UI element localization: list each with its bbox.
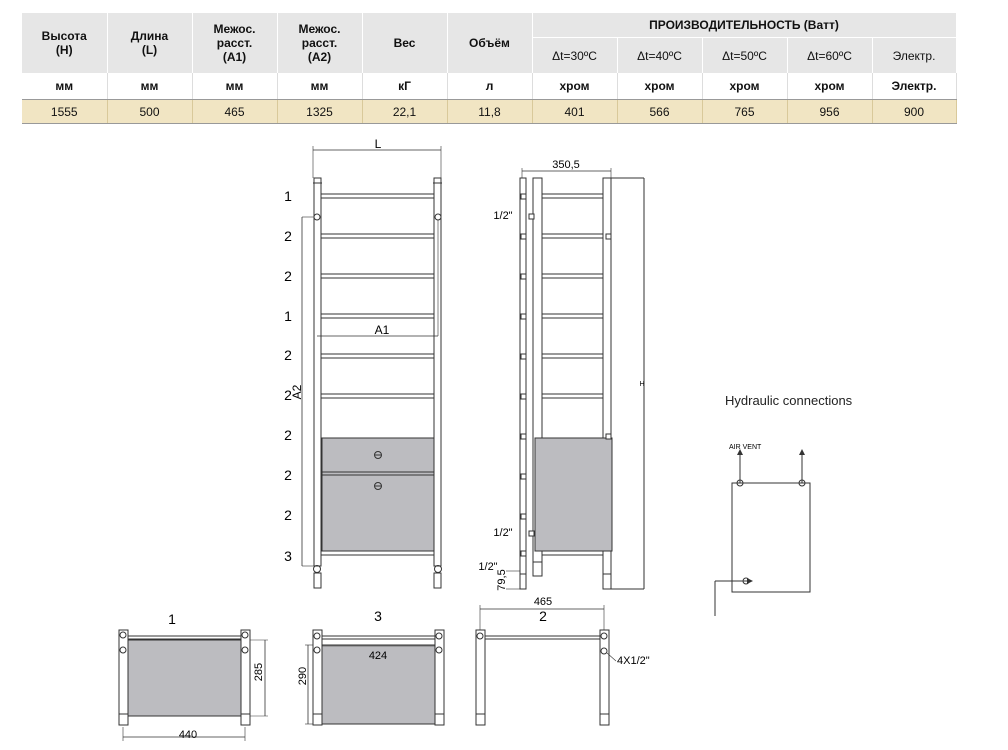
- section-3-width: 424: [369, 650, 387, 662]
- value-cell: 956: [787, 99, 873, 124]
- spacing-label: 3: [284, 548, 292, 564]
- dim-bottom-label: 79,5: [496, 569, 508, 590]
- unit-cell: мм: [192, 73, 278, 100]
- front-view: [301, 146, 442, 589]
- spacing-label: 2: [284, 467, 292, 483]
- spacing-label: 2: [284, 387, 292, 403]
- hydraulic-diagram: [714, 449, 811, 616]
- header-weight: Вес: [362, 13, 448, 73]
- header-length: Длина(L): [107, 13, 193, 73]
- value-cell: 1325: [277, 99, 363, 124]
- header-a2: Межос. расст.(A2): [277, 13, 363, 73]
- hydraulic-title: Hydraulic connections: [725, 393, 853, 408]
- spec-table: Высота(H) Длина(L) Межос. расст.(A1) Меж…: [22, 13, 957, 124]
- unit-cell: хром: [702, 73, 788, 100]
- section-1-height: 285: [253, 663, 265, 681]
- unit-cell: хром: [787, 73, 873, 100]
- spacing-labels: 1 2 2 1 2 2 2 2 2 3: [284, 188, 292, 564]
- conn-label: 1/2": [478, 561, 497, 573]
- spacing-label: 2: [284, 268, 292, 284]
- header-height: Высота(H): [22, 13, 108, 73]
- conn-label: 1/2": [493, 527, 512, 539]
- dim-a1-label: A1: [375, 323, 390, 337]
- header-dt30: Δt=30ºC: [532, 37, 618, 73]
- section-1-view: [118, 629, 268, 741]
- units-row: мм мм мм мм кГ л хром хром хром хром Эле…: [22, 73, 957, 100]
- unit-cell: мм: [277, 73, 363, 100]
- value-cell: 765: [702, 99, 788, 124]
- header-dt40: Δt=40ºC: [617, 37, 703, 73]
- section-1-label: 1: [168, 611, 176, 627]
- value-cell: 11,8: [447, 99, 533, 124]
- spacing-label: 2: [284, 347, 292, 363]
- unit-cell: мм: [107, 73, 193, 100]
- section-2-view: [475, 605, 617, 726]
- header-volume: Объём: [447, 13, 533, 73]
- value-cell: 566: [617, 99, 703, 124]
- dim-a2-label: A2: [290, 384, 304, 399]
- header-dt60: Δt=60ºC: [787, 37, 873, 73]
- unit-cell: л: [447, 73, 533, 100]
- value-cell: 22,1: [362, 99, 448, 124]
- unit-cell: Электр.: [872, 73, 957, 100]
- section-3-height: 290: [297, 667, 309, 685]
- spacing-label: 2: [284, 507, 292, 523]
- spacing-label: 2: [284, 228, 292, 244]
- unit-cell: хром: [617, 73, 703, 100]
- air-vent-label: AIR VENT: [729, 444, 762, 451]
- section-2-label: 2: [539, 608, 547, 624]
- section-3-view: [305, 629, 445, 726]
- unit-cell: мм: [22, 73, 108, 100]
- side-view: [506, 168, 645, 590]
- value-cell: 1555: [22, 99, 108, 124]
- spacing-label: 1: [284, 188, 292, 204]
- section-3-label: 3: [374, 608, 382, 624]
- section-1-width: 440: [179, 729, 197, 741]
- value-cell: 900: [872, 99, 957, 124]
- conn-label: 1/2": [493, 210, 512, 222]
- value-cell: 465: [192, 99, 278, 124]
- dim-l-label: L: [375, 137, 382, 151]
- spacing-label: 1: [284, 308, 292, 324]
- dim-side-width: 350,5: [552, 159, 580, 171]
- value-cell: 401: [532, 99, 618, 124]
- header-a1: Межос. расст.(A1): [192, 13, 278, 73]
- value-cell: 500: [107, 99, 193, 124]
- header-electric: Электр.: [872, 37, 957, 73]
- unit-cell: хром: [532, 73, 618, 100]
- spacing-label: 2: [284, 427, 292, 443]
- header-performance: ПРОИЗВОДИТЕЛЬНОСТЬ (Ватт): [532, 13, 957, 38]
- section-2-conn: 4X1/2": [617, 655, 650, 667]
- unit-cell: кГ: [362, 73, 448, 100]
- values-row: 1555 500 465 1325 22,1 11,8 401 566 765 …: [22, 99, 957, 124]
- dim-side-height: H: [639, 381, 644, 388]
- header-dt50: Δt=50ºC: [702, 37, 788, 73]
- section-2-width: 465: [534, 596, 552, 608]
